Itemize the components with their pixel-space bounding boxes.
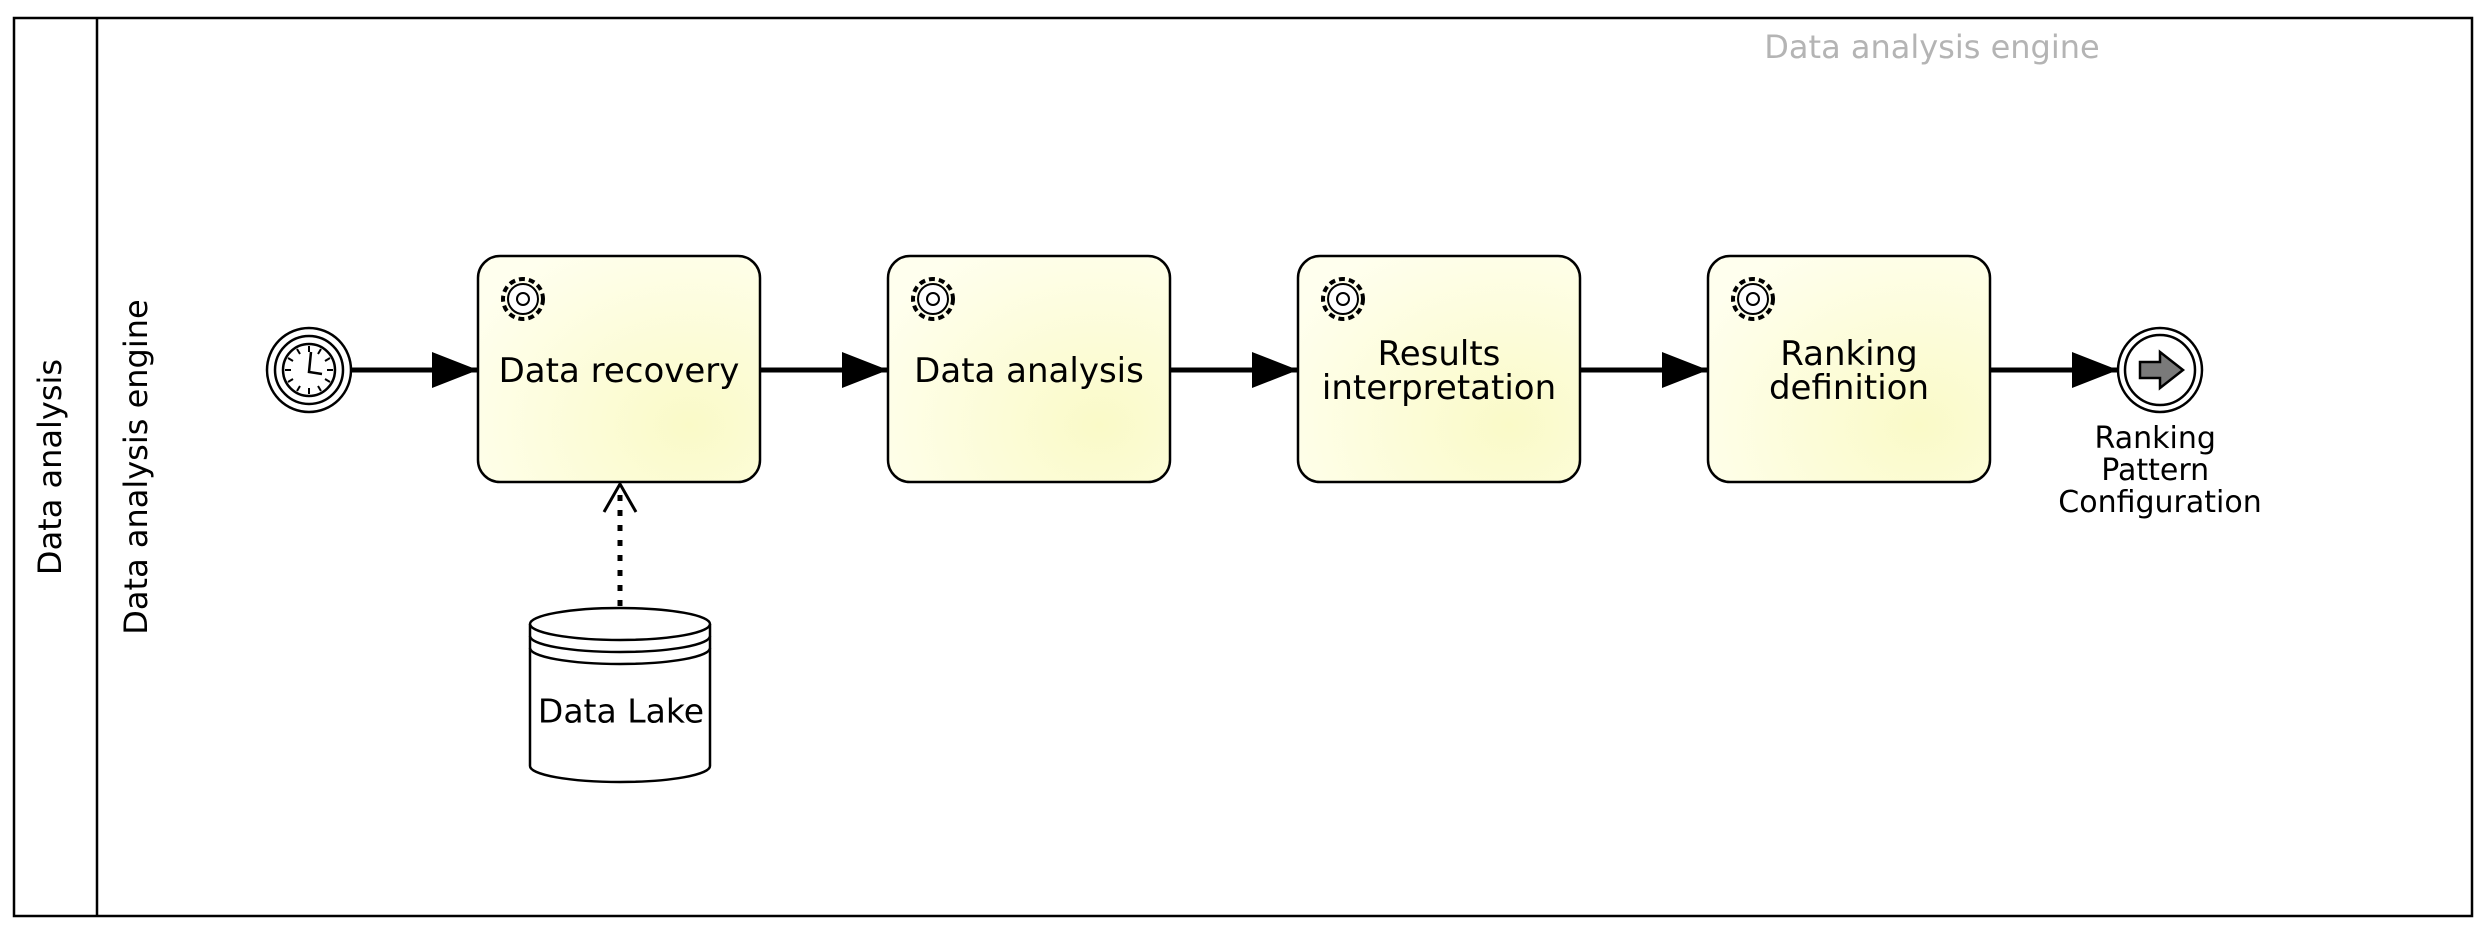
database-icon [528,624,712,784]
gear-icon [1321,277,1365,321]
clock-icon [281,342,337,398]
data-store-label: Data Lake [538,692,704,731]
task-data-recovery[interactable]: Data recovery [476,254,762,484]
pool[interactable]: Data analysis [12,16,2474,918]
lane[interactable]: Data analysis engine Data analysis engin… [117,28,2100,635]
task-label-line: interpretation [1322,368,1556,408]
gear-icon [911,277,955,321]
flow-arrowhead [842,352,888,388]
task-label-line: Data recovery [499,351,740,391]
pool-label: Data analysis [31,359,69,575]
data-association[interactable] [602,480,638,606]
flow-arrowhead [1252,352,1298,388]
lane-label: Data analysis engine [117,299,155,634]
task-label-line: Results [1378,334,1501,374]
task-data-analysis[interactable]: Data analysis [886,254,1172,484]
task-label-line: Data analysis [914,351,1144,391]
end-message-event[interactable] [2116,326,2204,414]
task-label-line: definition [1769,368,1929,408]
end-event-label-line: Configuration [2058,485,2261,520]
task-label: Data analysis [914,351,1144,391]
data-store[interactable]: Data Lake [528,606,712,784]
flow-arrowhead [2072,352,2118,388]
task-box [1706,254,1992,484]
task-label-line: Ranking [1780,334,1918,374]
end-event-label-line: Ranking [2095,421,2216,456]
lane-watermark: Data analysis engine [1764,28,2099,66]
flow-arrowhead [1662,352,1708,388]
arrow-right-icon [2138,349,2186,391]
task-box [476,254,762,484]
end-event-label-line: Pattern [2101,453,2209,488]
task-label: Data recovery [499,351,740,391]
end-event-label: Ranking Pattern Configuration [2058,421,2261,520]
gear-icon [1731,277,1775,321]
task-box [1296,254,1582,484]
flow-arrowhead [432,352,478,388]
sequence-flows [352,352,2118,388]
gear-icon [501,277,545,321]
task-box [886,254,1172,484]
start-timer-event[interactable] [265,326,353,414]
